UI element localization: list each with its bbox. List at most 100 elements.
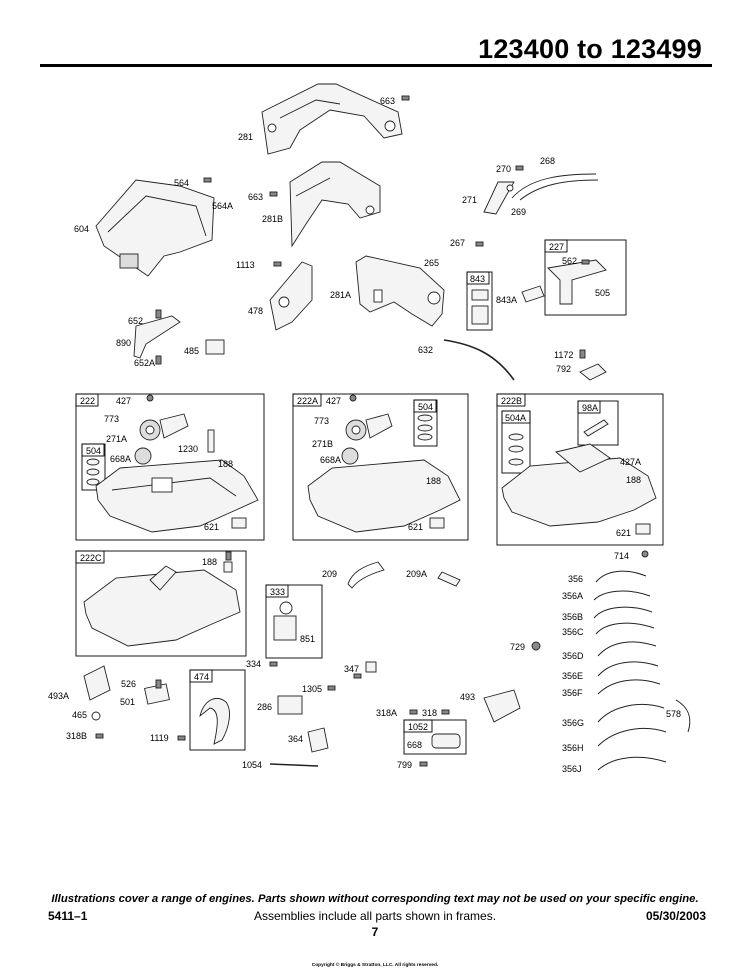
part-label: 668A [320, 455, 341, 465]
part-label: 504 [86, 446, 101, 456]
part-label: 773 [104, 414, 119, 424]
part-label: 578 [666, 709, 681, 719]
part-label: 188 [626, 475, 641, 485]
part-label: 271 [462, 195, 477, 205]
base-plate-222c [83, 561, 241, 647]
part-label: 356D [562, 651, 584, 661]
part-label: 209 [322, 569, 337, 579]
part-label: 281B [262, 214, 283, 224]
part-label: 356B [562, 612, 583, 622]
part-label: 714 [614, 551, 629, 561]
frame-474 [189, 669, 246, 751]
part-label: 1052 [408, 722, 428, 732]
frame-222c [75, 550, 247, 657]
part-label: 222 [80, 396, 95, 406]
header-rule [40, 64, 712, 67]
assembly-frames [75, 239, 664, 755]
wire-set-356 [593, 570, 691, 771]
part-label: 334 [246, 659, 261, 669]
part-label: 1119 [150, 733, 169, 743]
part-label: 604 [74, 224, 89, 234]
part-label: 1230 [178, 444, 198, 454]
part-label: 356 [568, 574, 583, 584]
part-label: 267 [450, 238, 465, 248]
part-label: 271A [106, 434, 127, 444]
part-label: 843 [470, 274, 485, 284]
part-label: 851 [300, 634, 315, 644]
part-label: 318B [66, 731, 87, 741]
part-label: 318 [422, 708, 437, 718]
part-label: 485 [184, 346, 199, 356]
part-label: 347 [344, 664, 359, 674]
part-label: 729 [510, 642, 525, 652]
part-label: 493 [460, 692, 475, 702]
part-label: 188 [426, 476, 441, 486]
part-label: 271B [312, 439, 333, 449]
shroud-281 [261, 83, 403, 155]
part-label: 564 [174, 178, 189, 188]
frame-333 [265, 584, 323, 659]
part-label: 526 [121, 679, 136, 689]
part-label: 98A [582, 403, 598, 413]
bracket-281a [355, 255, 445, 327]
part-label: 843A [496, 295, 517, 305]
harness-474 [199, 698, 230, 745]
part-label: 269 [511, 207, 526, 217]
part-label: 663 [248, 192, 263, 202]
shroud-281b [289, 161, 381, 248]
part-label: 188 [202, 557, 217, 567]
part-label: 652A [134, 358, 155, 368]
frame-227 [544, 239, 627, 316]
part-label: 1113 [236, 260, 255, 270]
part-label: 564A [212, 201, 233, 211]
part-label: 668 [407, 740, 422, 750]
part-label: 268 [540, 156, 555, 166]
part-label: 356J [562, 764, 582, 774]
revision-date: 05/30/2003 [645, 909, 706, 923]
page-number: 7 [371, 925, 379, 939]
part-label: 663 [380, 96, 395, 106]
part-label: 621 [204, 522, 219, 532]
part-label: 792 [556, 364, 571, 374]
plate-478 [269, 261, 313, 331]
part-label: 356G [562, 718, 584, 728]
page-title: 123400 to 123499 [478, 34, 702, 64]
cover-604 [95, 179, 215, 277]
copyright: Copyright © Briggs & Stratton, LLC. All … [311, 963, 439, 968]
part-label: 265 [424, 258, 439, 268]
part-label: 474 [194, 672, 209, 682]
part-drawings [83, 83, 691, 771]
part-label: 562 [562, 256, 577, 266]
base-plate-222a [307, 413, 461, 533]
part-label: 227 [549, 242, 564, 252]
part-label: 504A [505, 413, 526, 423]
base-plate-222b [501, 419, 657, 535]
part-label: 356C [562, 627, 584, 637]
footer-note: Illustrations cover a range of engines. … [51, 893, 699, 905]
part-label: 478 [248, 306, 263, 316]
part-label: 773 [314, 416, 329, 426]
base-plate-222 [86, 413, 259, 533]
part-label: 356H [562, 743, 584, 753]
part-label: 364 [288, 734, 303, 744]
part-label: 1172 [554, 350, 573, 360]
wire-632 [443, 339, 515, 381]
part-label: 668A [110, 454, 131, 464]
frame-222b [496, 393, 664, 546]
part-label: 333 [270, 587, 285, 597]
part-label: 632 [418, 345, 433, 355]
part-label: 356A [562, 591, 583, 601]
part-label: 222A [297, 396, 318, 406]
part-label: 356F [562, 688, 583, 698]
part-label: 427A [620, 457, 641, 467]
part-label: 427 [116, 396, 131, 406]
part-label: 281A [330, 290, 351, 300]
part-label: 209A [406, 569, 427, 579]
cable-268 [511, 173, 597, 199]
part-label: 281 [238, 132, 253, 142]
part-label: 621 [616, 528, 631, 538]
part-labels: 663 281 604 564 564A 663 281B 270 268 27… [48, 96, 681, 774]
part-label: 188 [218, 459, 233, 469]
part-label: 318A [376, 708, 397, 718]
